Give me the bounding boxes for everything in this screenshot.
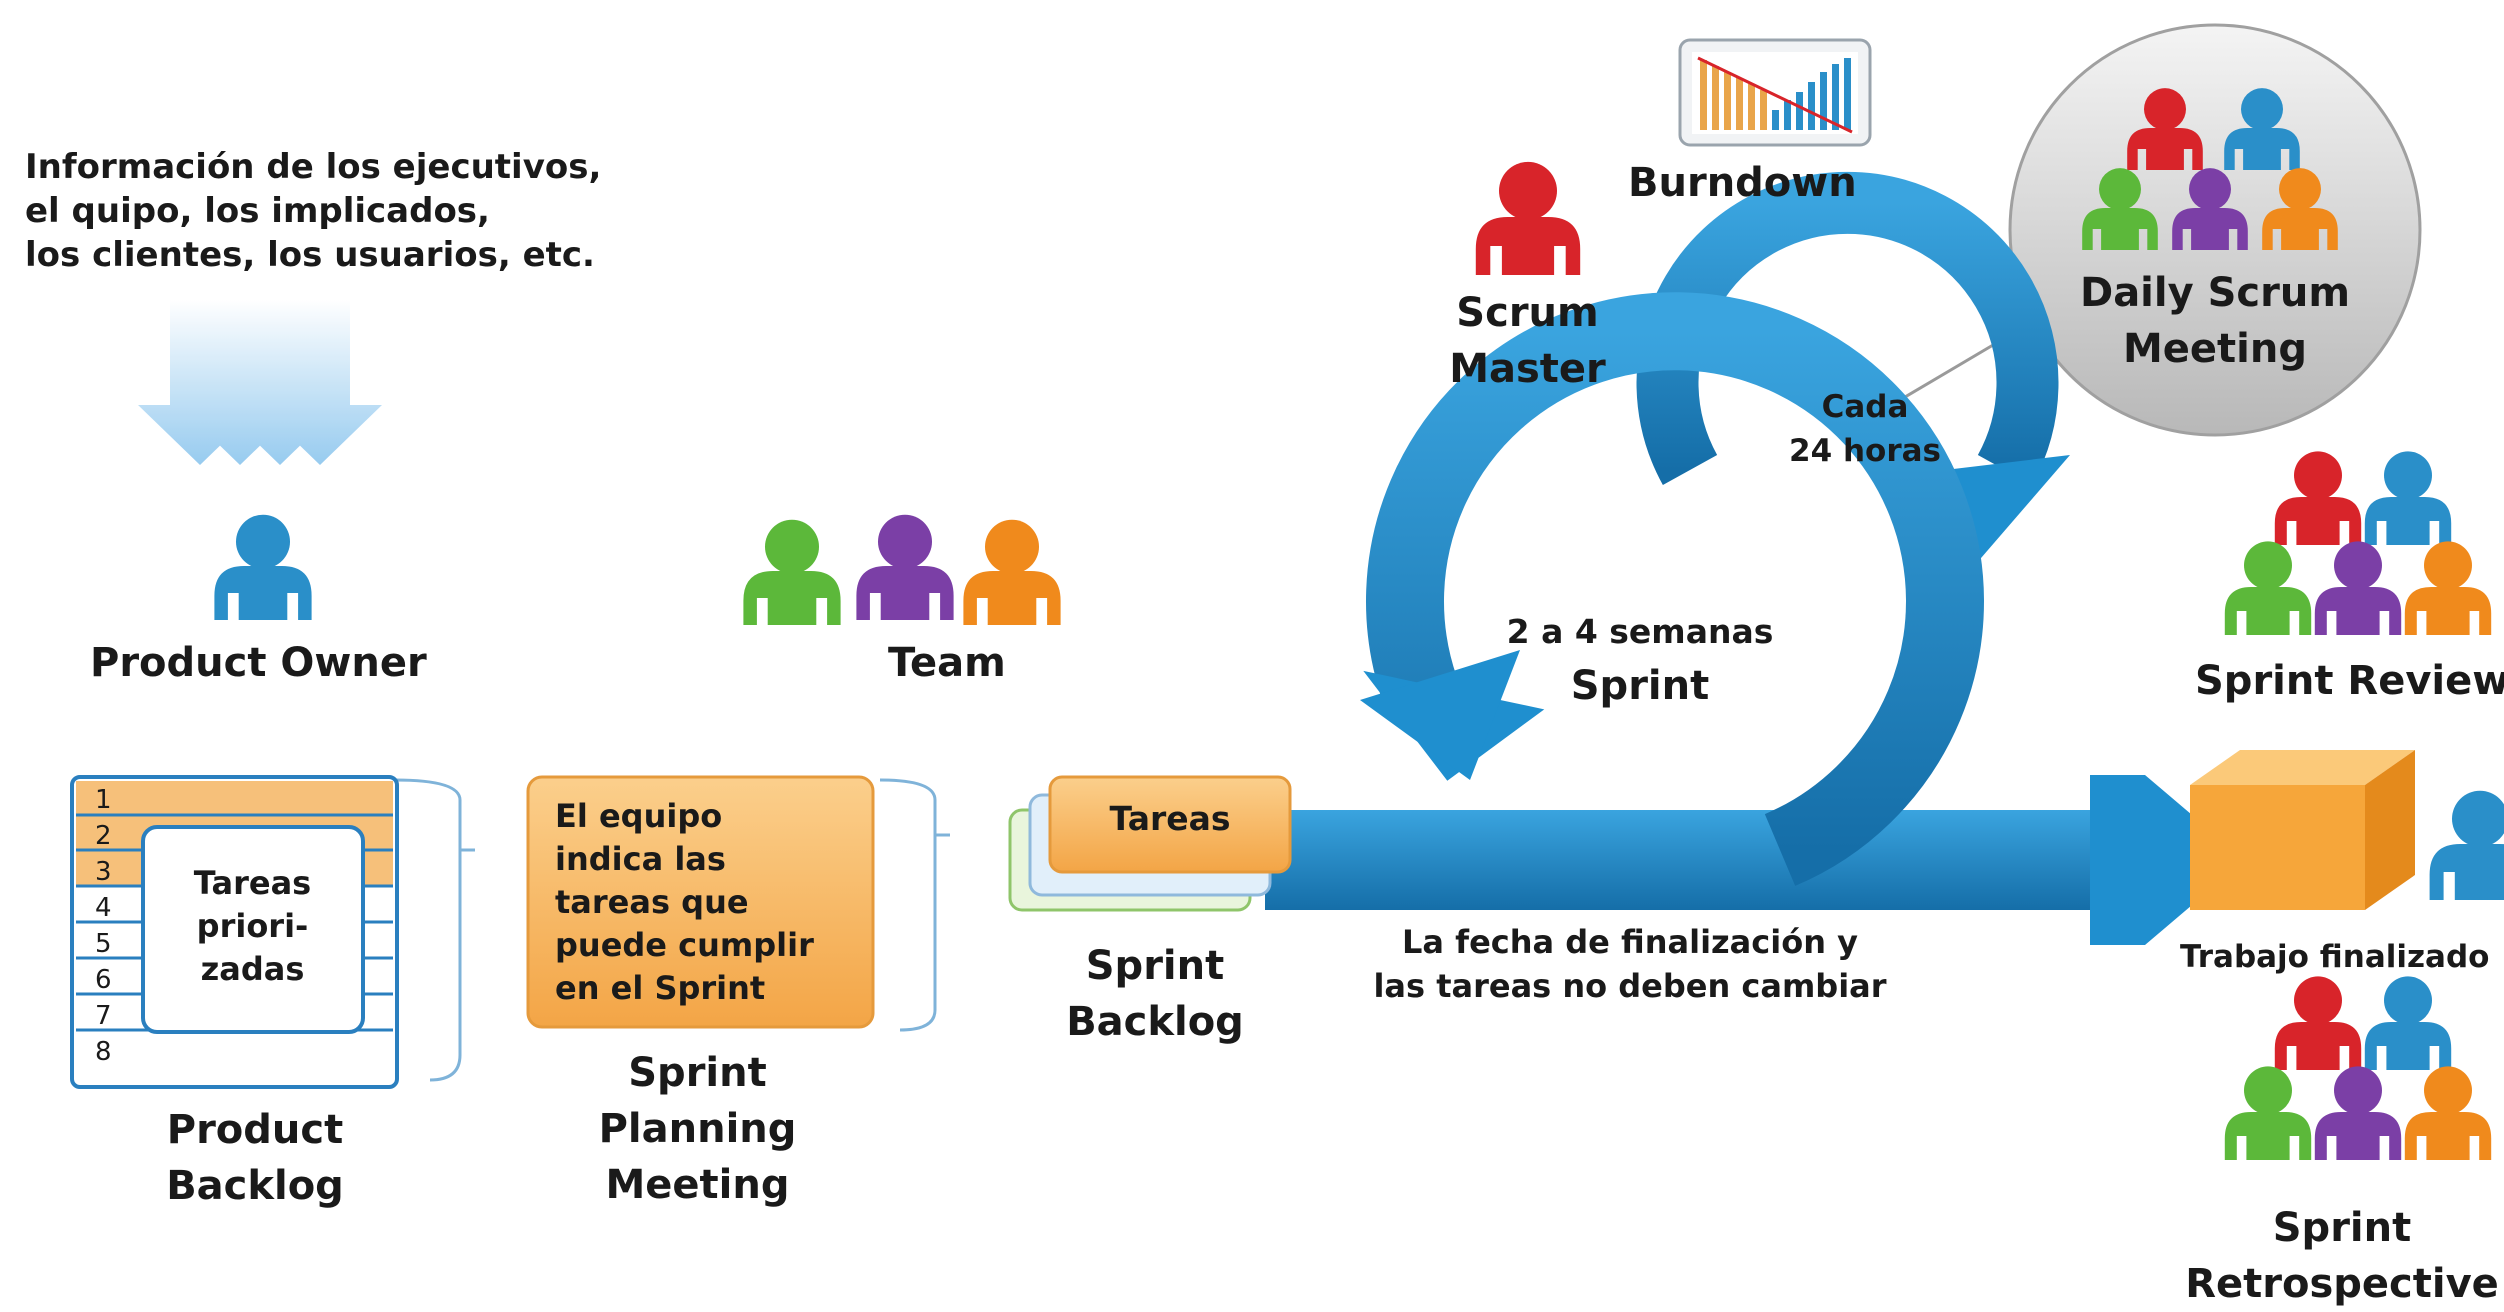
sprint-duration: 2 a 4 semanas	[1506, 612, 1774, 651]
burndown-chart-icon	[1678, 38, 1872, 147]
planning-card	[526, 775, 950, 1032]
stakeholder-line-2: el quipo, los implicados,	[25, 191, 490, 231]
daily-scrum-circle	[1899, 23, 2422, 437]
sprint-backlog-line-1: Sprint	[1085, 943, 1225, 989]
stakeholder-info: Información de los ejecutivos, el quipo,…	[25, 145, 601, 277]
backlog-row-2: 2	[95, 821, 112, 851]
finished-work-label: Trabajo finalizado	[2180, 939, 2490, 975]
product-backlog-line-1: Product	[166, 1107, 344, 1153]
sprint-review-team-icon	[2224, 451, 2492, 635]
team-icon	[743, 514, 1061, 625]
stakeholder-line-3: los clientes, los usuarios, etc.	[25, 235, 595, 275]
planning-card-line-1: El equipo	[555, 797, 723, 835]
constraint-line-2: las tareas no deben cambiar	[1373, 967, 1887, 1005]
product-backlog-line-2: Backlog	[166, 1163, 344, 1209]
sprint-backlog-line-2: Backlog	[1066, 999, 1244, 1045]
daily-scrum-line-2: Meeting	[2122, 326, 2307, 372]
product-owner-icon	[214, 514, 312, 620]
planning-label: Sprint Planning Meeting	[570, 1045, 825, 1213]
constraint-line-1: La fecha de finalización y	[1402, 923, 1858, 961]
planning-card-line-3: tareas que	[555, 883, 749, 921]
scrum-master-label: Scrum Master	[1440, 285, 1615, 397]
sprint-cycle-arrow	[1360, 292, 1984, 886]
product-backlog-list	[70, 775, 475, 1089]
planning-card-line-5: en el Sprint	[555, 969, 766, 1007]
backlog-row-8: 8	[95, 1037, 112, 1067]
planning-card-line-2: indica las	[555, 840, 726, 878]
input-arrows	[138, 300, 382, 465]
scrum-master-line-2: Master	[1449, 346, 1606, 392]
planning-label-line-1: Sprint	[628, 1050, 767, 1096]
backlog-card-line-1: Tareas	[193, 864, 312, 902]
planning-label-line-3: Meeting	[605, 1162, 790, 1208]
planning-card-text: El equipo indica las tareas que puede cu…	[555, 795, 814, 1010]
retrospective-label: Sprint Retrospective	[2180, 1200, 2504, 1312]
stakeholder-line-1: Información de los ejecutivos,	[25, 147, 602, 187]
backlog-row-7: 7	[95, 1001, 112, 1031]
burndown-label: Burndown	[1628, 160, 1857, 206]
retrospective-team-icon	[2224, 976, 2492, 1160]
backlog-row-numbers: 1 2 3 4 5 6 7 8	[95, 782, 112, 1070]
scrum-master-icon	[1475, 161, 1581, 275]
sprint-flow-arrow	[1265, 775, 2245, 945]
daily-cycle-line-2: 24 horas	[1789, 433, 1941, 469]
planning-card-line-4: puede cumplir	[555, 926, 814, 964]
backlog-card-text: Tareas priori- zadas	[150, 862, 355, 991]
daily-cycle-line-1: Cada	[1821, 389, 1909, 425]
sprint-backlog-label: Sprint Backlog	[1045, 938, 1265, 1050]
sprint-backlog-card: Tareas	[1109, 799, 1231, 838]
daily-scrum-line-1: Daily Scrum	[2079, 270, 2351, 316]
backlog-row-5: 5	[95, 929, 112, 959]
backlog-row-6: 6	[95, 965, 112, 995]
retrospective-line-1: Sprint	[2272, 1205, 2412, 1251]
backlog-row-3: 3	[95, 857, 112, 887]
product-owner-label: Product Owner	[90, 640, 427, 686]
sprint-review-label: Sprint Review	[2195, 658, 2504, 704]
sprint-backlog-cards	[1008, 775, 1292, 912]
sprint-cycle-label: 2 a 4 semanas Sprint	[1480, 605, 1800, 713]
backlog-card-line-3: zadas	[200, 950, 305, 988]
finished-work-box	[2190, 750, 2504, 910]
constraint-note: La fecha de finalización y las tareas no…	[1340, 920, 1920, 1008]
retrospective-line-2: Retrospective	[2185, 1261, 2499, 1307]
backlog-row-4: 4	[95, 893, 112, 923]
scrum-master-line-1: Scrum	[1456, 290, 1599, 336]
planning-label-line-2: Planning	[598, 1106, 797, 1152]
product-backlog-label: Product Backlog	[110, 1102, 400, 1214]
backlog-row-1: 1	[95, 785, 112, 815]
sprint-title: Sprint	[1570, 663, 1710, 709]
backlog-card-line-2: priori-	[196, 907, 309, 945]
daily-cycle-label: Cada 24 horas	[1770, 385, 1960, 473]
team-label: Team	[888, 640, 1006, 686]
daily-scrum-label: Daily Scrum Meeting	[2070, 265, 2360, 377]
